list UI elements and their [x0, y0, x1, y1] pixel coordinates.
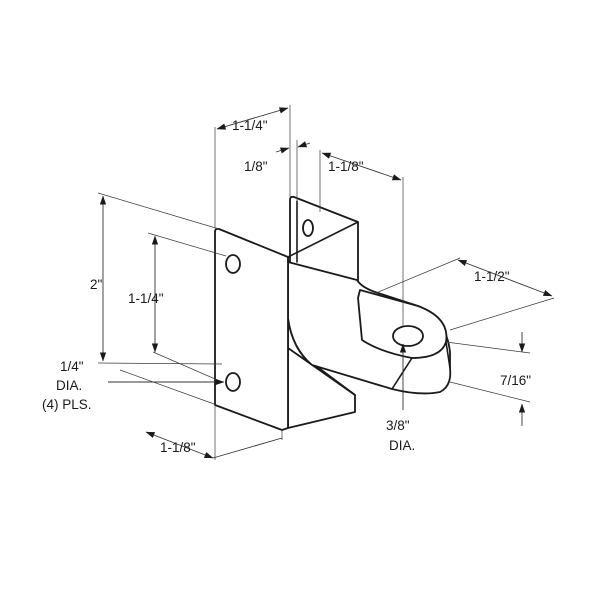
front-top-mount-hole-icon	[225, 254, 241, 274]
label-pin-hole-size: 3/8"	[386, 418, 410, 433]
label-mount-hole-dia: DIA.	[56, 378, 82, 393]
label-hole-spacing: 1-1/4"	[128, 291, 164, 306]
dim-base-width-line	[145, 431, 214, 459]
dim-base-width-ext	[212, 437, 283, 459]
back-mount-hole-icon	[302, 219, 314, 237]
lug-front-edge	[391, 341, 451, 390]
dim-lug-length-line	[457, 259, 553, 297]
dim-thickness-line-left	[275, 147, 290, 154]
dimension-lines	[99, 107, 553, 459]
label-mount-hole-qty: (4) PLS.	[42, 397, 92, 412]
label-overall-height: 2"	[90, 277, 103, 292]
extension-lines	[97, 105, 555, 460]
label-top-width: 1-1/4"	[232, 118, 268, 133]
label-lug-length: 1-1/2"	[474, 269, 510, 284]
front-bottom-mount-hole-icon	[225, 372, 241, 392]
label-thickness: 1/8"	[244, 159, 268, 174]
dimension-labels: 1-1/4" 1/8" 1-1/8" 1-1/2" 2" 1-1/4" 7/16…	[42, 118, 531, 455]
pin-hole-icon	[392, 325, 424, 347]
dim-offset-line	[321, 152, 402, 181]
dim-thickness-line-right	[297, 141, 311, 148]
label-mount-hole-size: 1/4"	[60, 359, 84, 374]
label-flange-offset: 1-1/8"	[328, 159, 364, 174]
front-flange	[214, 227, 289, 431]
label-lug-height: 7/16"	[500, 373, 531, 388]
label-pin-hole-dia: DIA.	[389, 438, 415, 453]
label-base-width: 1-1/8"	[160, 440, 196, 455]
channel-top-edge	[287, 221, 359, 258]
lug-top-face	[357, 289, 448, 359]
bracket-part	[214, 195, 452, 431]
dim-top-width-line	[216, 107, 289, 130]
